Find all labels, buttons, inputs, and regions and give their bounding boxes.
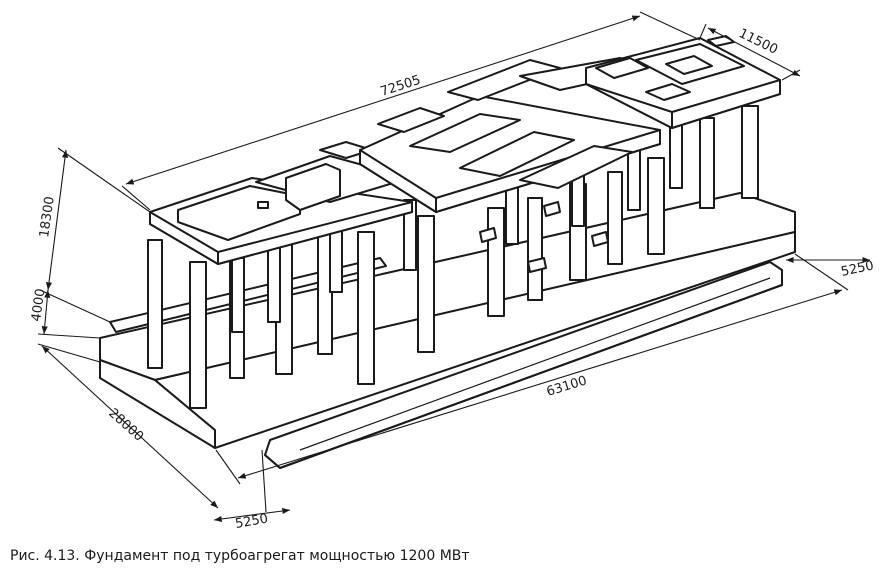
dim-offset-right-label: 5250 [840, 258, 875, 280]
dim-height: 18300 [37, 147, 151, 291]
dim-base-length-label: 63100 [545, 373, 589, 399]
dim-slab-label: 4000 [29, 288, 48, 323]
dim-offset-left: 5250 [213, 449, 291, 532]
dim-top-width-label: 11500 [736, 26, 780, 58]
dim-offset-right: 5250 [786, 256, 875, 280]
dim-height-label: 18300 [37, 196, 58, 239]
dim-slab: 4000 [29, 288, 111, 339]
dim-base-width-label: 28000 [105, 406, 146, 445]
base-blocks [479, 201, 609, 273]
dim-total-length-label: 72505 [379, 73, 423, 100]
figure-caption: Рис. 4.13. Фундамент под турбоагрегат мо… [10, 548, 470, 564]
dim-offset-left-label: 5250 [234, 511, 269, 532]
